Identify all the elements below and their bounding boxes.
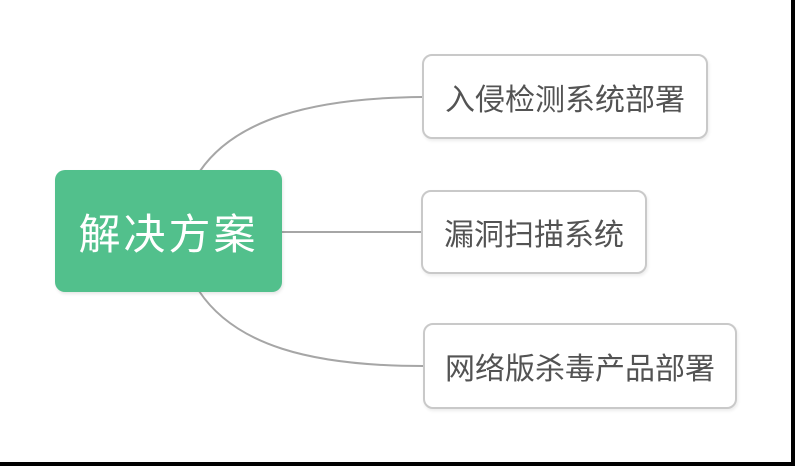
- screenshot-right-edge: [791, 0, 795, 466]
- connector-root-to-child-1: [199, 96, 423, 172]
- connector-root-to-child-3: [198, 290, 424, 367]
- mindmap-node-network-antivirus[interactable]: 网络版杀毒产品部署: [423, 323, 737, 409]
- child-node-label: 入侵检测系统部署: [445, 83, 685, 117]
- child-node-label: 漏洞扫描系统: [444, 219, 624, 252]
- child-node-label: 网络版杀毒产品部署: [445, 353, 715, 386]
- mindmap-node-intrusion-detection[interactable]: 入侵检测系统部署: [422, 54, 708, 139]
- mindmap-node-vulnerability-scan[interactable]: 漏洞扫描系统: [421, 190, 647, 274]
- mindmap-root-node[interactable]: 解决方案: [55, 170, 282, 292]
- screenshot-bottom-edge: [0, 462, 795, 466]
- root-node-label: 解决方案: [78, 210, 259, 258]
